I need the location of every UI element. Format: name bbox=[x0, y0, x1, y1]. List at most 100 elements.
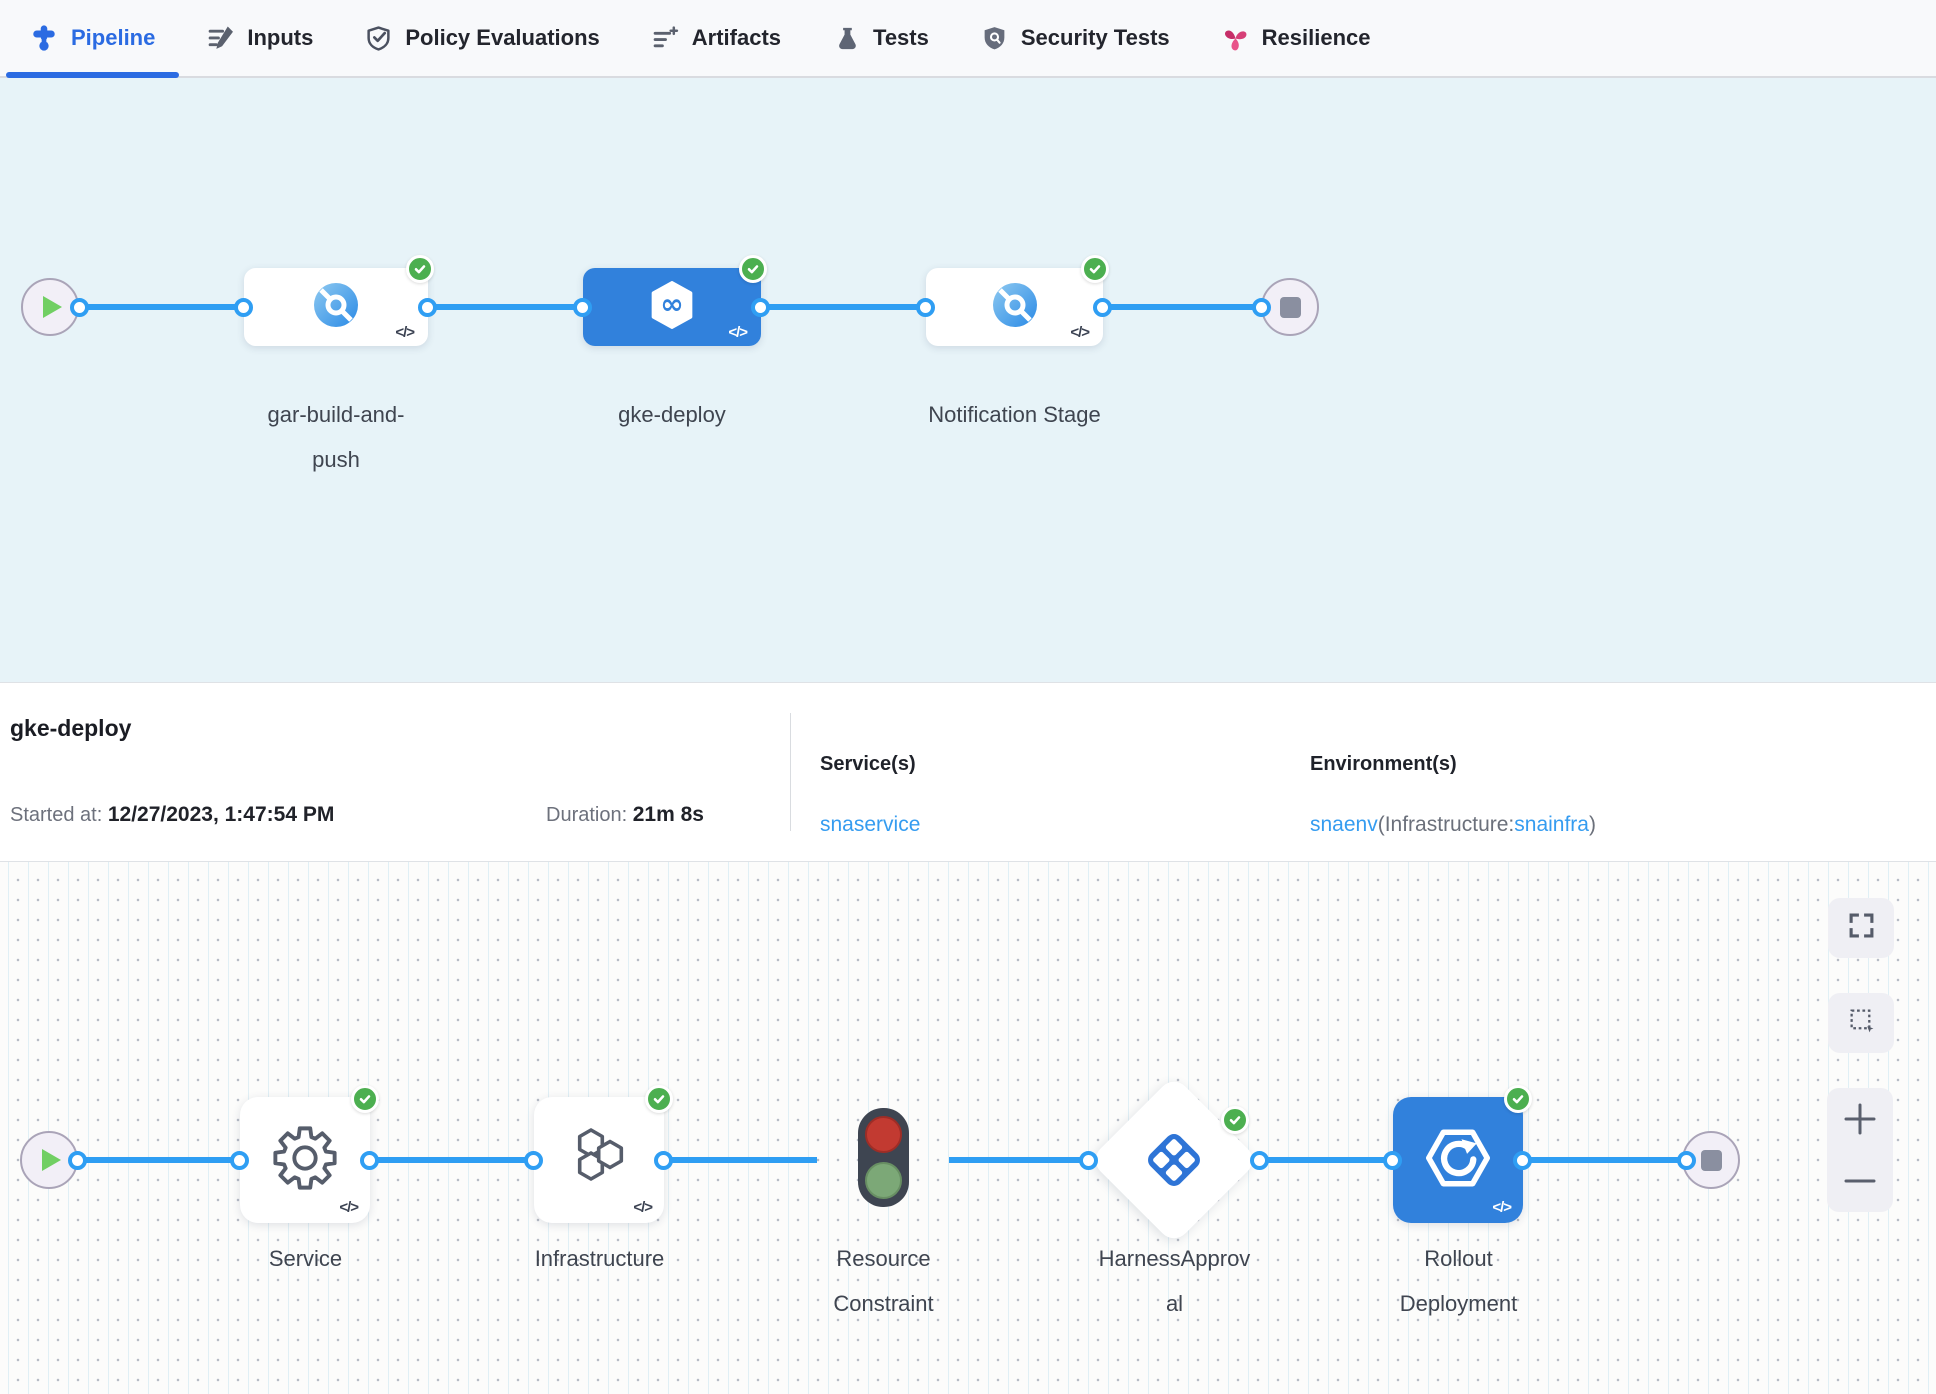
tab-security-tests[interactable]: Security Tests bbox=[981, 0, 1170, 76]
success-check-icon bbox=[1504, 1085, 1532, 1113]
connector-port bbox=[234, 298, 253, 317]
zoom-out-button[interactable] bbox=[1827, 1150, 1893, 1212]
success-check-icon bbox=[406, 255, 434, 283]
rollout-deployment-icon bbox=[1426, 1126, 1490, 1195]
service-value: snaservice bbox=[820, 813, 920, 837]
tab-label: Resilience bbox=[1261, 25, 1371, 50]
connector-port bbox=[70, 298, 89, 317]
stage-card-gar-build-and-push[interactable]: </> bbox=[244, 255, 434, 346]
code-icon[interactable]: </> bbox=[395, 324, 415, 341]
zoom-in-button[interactable] bbox=[1827, 1088, 1893, 1150]
connector-line bbox=[78, 1157, 240, 1163]
step-label: Service bbox=[268, 1246, 343, 1271]
stage-label: Notification Stage bbox=[928, 402, 1101, 427]
tab-tests[interactable]: Tests bbox=[833, 0, 929, 76]
marquee-select-button[interactable] bbox=[1828, 993, 1894, 1053]
stage-card-gke-deploy[interactable]: ∞ </> bbox=[583, 255, 767, 346]
connector-port bbox=[524, 1151, 543, 1170]
connector-line bbox=[1523, 1157, 1687, 1163]
connector-port bbox=[573, 298, 592, 317]
selected-stage-title: gke-deploy bbox=[10, 715, 132, 741]
success-check-icon bbox=[1081, 255, 1109, 283]
connector-port bbox=[1383, 1151, 1402, 1170]
list-plus-icon bbox=[652, 25, 679, 52]
tab-label: Tests bbox=[873, 25, 929, 50]
connector-port bbox=[230, 1151, 249, 1170]
stop-icon bbox=[1279, 296, 1301, 318]
duration: Duration: 21m 8s bbox=[546, 803, 704, 826]
connector-port bbox=[360, 1151, 379, 1170]
step-card-infrastructure[interactable]: </> bbox=[534, 1085, 673, 1223]
execution-tabbar: Pipeline Inputs bbox=[0, 0, 1936, 78]
step-label: Rollout Deployment bbox=[1399, 1246, 1518, 1316]
connector-port bbox=[1079, 1151, 1098, 1170]
connector-port bbox=[1513, 1151, 1532, 1170]
success-check-icon bbox=[739, 255, 767, 283]
code-icon[interactable]: </> bbox=[339, 1199, 359, 1216]
service-link[interactable]: snaservice bbox=[820, 813, 921, 836]
started-at: Started at: 12/27/2023, 1:47:54 PM bbox=[10, 803, 335, 826]
fullscreen-button[interactable] bbox=[1828, 898, 1894, 958]
flask-icon bbox=[833, 25, 860, 52]
step-card-rollout-deployment[interactable]: </> bbox=[1393, 1085, 1532, 1223]
connector-port bbox=[1677, 1151, 1696, 1170]
connector-port bbox=[1093, 298, 1112, 317]
build-stage-icon bbox=[313, 282, 359, 333]
environment-link[interactable]: snaenv bbox=[1310, 813, 1378, 836]
connector-port bbox=[654, 1151, 673, 1170]
connector-port bbox=[751, 298, 770, 317]
zoom-out-icon bbox=[1844, 1179, 1876, 1183]
connector-port bbox=[418, 298, 437, 317]
tab-label: Artifacts bbox=[691, 25, 782, 50]
marquee-select-icon bbox=[1848, 1007, 1875, 1039]
code-icon[interactable]: </> bbox=[728, 324, 748, 341]
tab-resilience[interactable]: Resilience bbox=[1222, 0, 1371, 76]
tab-label: Inputs bbox=[247, 25, 314, 50]
play-icon bbox=[43, 296, 62, 318]
services-label: Service(s) bbox=[820, 753, 916, 775]
success-check-icon bbox=[1221, 1106, 1249, 1134]
step-card-service[interactable]: </> bbox=[240, 1085, 379, 1223]
tab-label: Pipeline bbox=[71, 25, 156, 50]
chaos-pinwheel-icon bbox=[1222, 25, 1249, 52]
code-icon[interactable]: </> bbox=[1492, 1199, 1512, 1216]
pipeline-icon bbox=[30, 24, 58, 52]
green-light bbox=[865, 1162, 902, 1199]
code-icon[interactable]: </> bbox=[1070, 324, 1090, 341]
approval-icon bbox=[1139, 1125, 1209, 1195]
connector-port bbox=[916, 298, 935, 317]
connector-port bbox=[1252, 298, 1271, 317]
execution-graph-canvas[interactable]: </> </> bbox=[0, 862, 1936, 1394]
infrastructure-link[interactable]: snainfra bbox=[1514, 813, 1589, 836]
resource-constraint-traffic-light-icon[interactable] bbox=[858, 1108, 909, 1207]
tab-artifacts[interactable]: Artifacts bbox=[652, 0, 781, 76]
custom-stage-icon bbox=[992, 282, 1038, 333]
execution-details-bar: gke-deploy Started at: 12/27/2023, 1:47:… bbox=[0, 682, 1936, 862]
stage-graph: </> ∞ </> bbox=[0, 78, 1936, 682]
divider bbox=[790, 713, 791, 831]
connector-line bbox=[370, 1157, 534, 1163]
success-check-icon bbox=[351, 1085, 379, 1113]
tab-inputs[interactable]: Inputs bbox=[207, 0, 313, 76]
step-label: HarnessApproval bbox=[1098, 1246, 1251, 1316]
connector-line bbox=[1260, 1157, 1393, 1163]
tab-label: Security Tests bbox=[1020, 25, 1170, 50]
step-label: Infrastructure bbox=[534, 1246, 665, 1271]
svg-text:∞: ∞ bbox=[660, 287, 683, 320]
graph-end-node bbox=[1682, 1131, 1740, 1189]
tab-pipeline[interactable]: Pipeline bbox=[6, 0, 180, 78]
connector-port bbox=[68, 1151, 87, 1170]
red-light bbox=[865, 1116, 902, 1153]
environments-label: Environment(s) bbox=[1310, 753, 1457, 775]
fullscreen-icon bbox=[1848, 912, 1875, 944]
connector-port bbox=[1250, 1151, 1269, 1170]
zoom-in-icon bbox=[1844, 1103, 1876, 1135]
step-label: Resource Constraint bbox=[833, 1246, 934, 1316]
stage-label: gar-build-and-push bbox=[267, 402, 405, 472]
tab-policy-evaluations[interactable]: Policy Evaluations bbox=[365, 0, 600, 76]
stage-card-notification-stage[interactable]: </> bbox=[926, 255, 1109, 346]
connector-line bbox=[949, 1157, 1089, 1163]
stop-icon bbox=[1700, 1149, 1722, 1171]
code-icon[interactable]: </> bbox=[633, 1199, 653, 1216]
